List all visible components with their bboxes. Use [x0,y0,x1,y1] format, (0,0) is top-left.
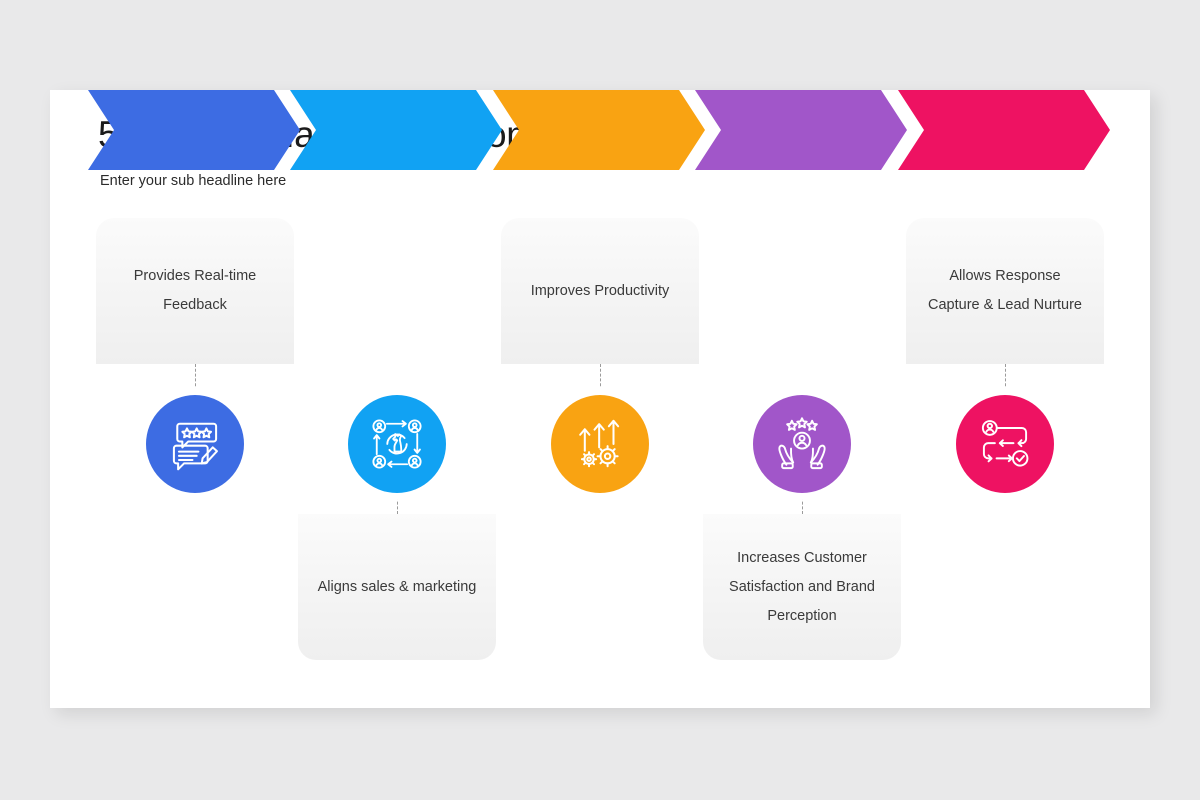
step-label-text-4: Increases Customer Satisfaction and Bran… [729,549,875,624]
team-alignment-strategy-icon [370,417,424,471]
slide-canvas: 5 Cogs of Marketing Automation Enter you… [50,90,1150,708]
chevron-segment-1 [88,90,300,170]
step-node-3[interactable] [551,395,649,493]
connector-line-1 [195,364,196,391]
step-label-text-1: Provides Real-time Feedback [133,268,257,313]
connector-line-3 [600,364,601,391]
hands-holding-customer-stars-icon [775,417,829,471]
connector-line-4 [802,497,803,514]
step-node-2[interactable] [348,395,446,493]
growth-arrows-gears-icon [573,417,627,471]
chevron-segment-2 [290,90,502,170]
step-label-text-3: Improves Productivity [530,282,670,299]
connector-line-5 [1005,364,1006,391]
step-label-text-5: Allows Response Capture & Lead Nurture [928,268,1082,313]
step-node-1[interactable] [146,395,244,493]
step-label-card-5[interactable]: Allows Response Capture & Lead Nurture [906,218,1104,364]
step-label-card-3[interactable]: Improves Productivity [501,218,699,364]
review-stars-feedback-icon [168,417,222,471]
chevron-segment-4 [695,90,907,170]
connector-line-2 [397,497,398,514]
step-label-card-2[interactable]: Aligns sales & marketing [298,514,496,660]
chevron-segment-3 [493,90,705,170]
step-label-card-4[interactable]: Increases Customer Satisfaction and Bran… [703,514,901,660]
lead-nurture-flow-check-icon [978,417,1032,471]
step-label-card-1[interactable]: Provides Real-time Feedback [96,218,294,364]
step-label-text-2: Aligns sales & marketing [317,578,477,595]
chevron-segment-5 [898,90,1110,170]
step-node-5[interactable] [956,395,1054,493]
step-node-4[interactable] [753,395,851,493]
page-subtitle: Enter your sub headline here [100,173,287,189]
